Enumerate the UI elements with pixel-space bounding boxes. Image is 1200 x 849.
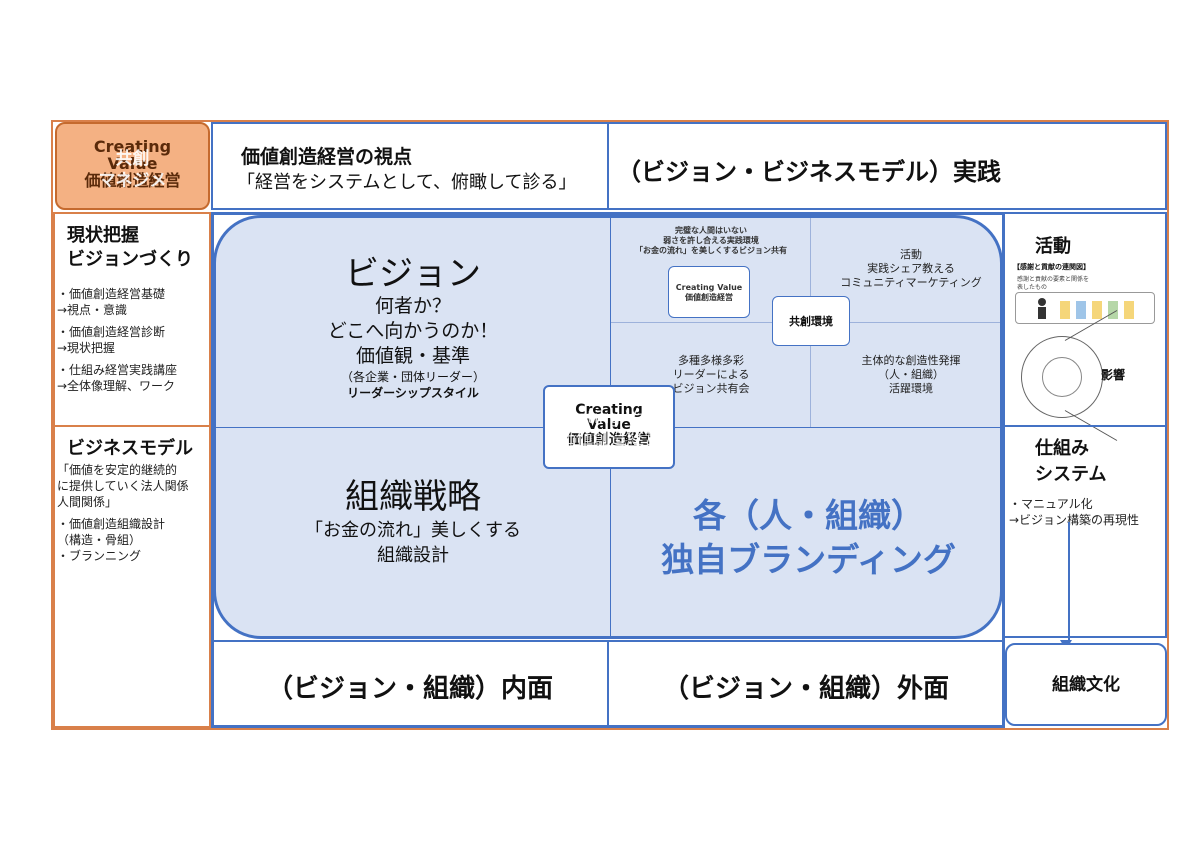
- mini-diagram-row: [1015, 292, 1155, 324]
- list-item: →視点・意識: [57, 303, 128, 317]
- list-item: ・価値創造組織設計: [57, 517, 166, 531]
- current-state-list: ・価値創造経営基礎 →視点・意識 ・価値創造経営診断 →現状把握 ・仕組み経営実…: [57, 286, 211, 394]
- system-list: ・マニュアル化 →ビジョン構築の再現性: [1009, 496, 1169, 528]
- list-item: →ビジョン構築の再現性: [1009, 513, 1140, 527]
- cocreate-box: 共創環境: [772, 296, 850, 346]
- org-strategy-line: 組織設計: [377, 545, 449, 566]
- list-item: 「価値を安定的継続的: [57, 463, 178, 477]
- tr-activity: 活動 実践シェア教える コミュニティマーケティング: [840, 248, 982, 289]
- list-item: （構造・骨組）: [57, 533, 142, 547]
- tr-diverse: 多種多様多彩 リーダーによる ビジョン共有会: [672, 354, 750, 395]
- vision-line: 何者か？: [374, 295, 451, 317]
- vision-sub: （各企業・団体リーダー）: [340, 370, 485, 384]
- list-item: に提供していく法人関係: [57, 479, 189, 493]
- right-panel: 活動 【感謝と貢献の連関図】 感謝と貢献の要素と関係を 表したもの 影響 仕組み…: [1003, 212, 1169, 648]
- business-model-list: 「価値を安定的継続的 に提供していく法人関係 人間関係」 ・価値創造組織設計 （…: [57, 462, 211, 564]
- vision-line: 価値観・基準: [355, 345, 470, 367]
- left-divider: [53, 425, 211, 427]
- viewpoint-title: 価値創造経営の視点: [241, 146, 413, 168]
- diagram-note: 感謝と貢献の要素と関係を 表したもの: [1017, 276, 1090, 291]
- viewpoint-subtitle: 「経営をシステムとして、俯瞰して診る」: [237, 172, 577, 193]
- list-item: →全体像理解、ワーク: [57, 379, 176, 393]
- center-value-overlay: Creating Value 価値創造経営: [547, 408, 673, 449]
- list-item: 人間関係」: [57, 495, 118, 509]
- branding-block: 各（人・組織） 独自ブランディング: [611, 494, 1000, 582]
- left-panel: 現状把握 ビジョンづくり ・価値創造経営基礎 →視点・意識 ・価値創造経営診断 …: [53, 212, 211, 728]
- system-title: 仕組み システム: [1035, 438, 1107, 485]
- corner-label: Creating Value 価値創造経営 共創 マネジメ: [55, 122, 210, 210]
- outer-label: （ビジョン・組織）外面: [662, 674, 949, 704]
- vision-title: ビジョン: [345, 254, 481, 294]
- current-state-title: 現状把握 ビジョンづくり: [67, 225, 193, 270]
- outer-cell: （ビジョン・組織）外面: [609, 640, 1003, 728]
- org-strategy-title: 組織戦略: [345, 477, 481, 517]
- tr-tiny-text: 完璧な人間はいない 弱さを許し合える実践環境 「お金の流れ」を美しくするビジョン…: [635, 226, 787, 255]
- people-row-icon: [1038, 298, 1134, 319]
- list-item: ・マニュアル化: [1009, 497, 1093, 511]
- branding-line: 各（人・組織）: [693, 496, 924, 535]
- outer-frame: [51, 120, 1169, 730]
- arrow-shaft: [1068, 522, 1070, 648]
- corner-overlay-text: 共創 マネジメ: [98, 149, 167, 191]
- corner-en-text: Creating Value 価値創造経営: [84, 137, 181, 190]
- culture-box: 組織文化: [1005, 643, 1167, 726]
- inner-label: （ビジョン・組織）内面: [266, 674, 553, 704]
- center-value-box: Creating Value 価値創造経営: [543, 385, 675, 469]
- inner-cell: （ビジョン・組織）内面: [213, 640, 609, 728]
- list-item: →現状把握: [57, 341, 116, 355]
- list-item: ・価値創造経営基礎: [57, 287, 166, 301]
- vision-sub: リーダーシップスタイル: [347, 386, 479, 400]
- influence-label: 影響: [1101, 368, 1126, 382]
- business-model-title: ビジネスモデル: [67, 438, 193, 459]
- diagram-caption: 【感謝と貢献の連関図】: [1013, 263, 1090, 271]
- vision-block: ビジョン 何者か？ どこへ向かうのか！ 価値観・基準 （各企業・団体リーダー） …: [216, 254, 610, 401]
- org-strategy-block: 組織戦略 「お金の流れ」美しくする 組織設計: [216, 476, 610, 568]
- header-practice: （ビジョン・ビジネスモデル）実践: [607, 122, 1167, 210]
- org-strategy-line: 「お金の流れ」美しくする: [305, 520, 521, 541]
- tr-value-box: Creating Value 価値創造経営: [668, 266, 750, 318]
- core-area: ビジョン 何者か？ どこへ向かうのか！ 価値観・基準 （各企業・団体リーダー） …: [213, 215, 1003, 639]
- branding-line: 独自ブランディング: [661, 540, 956, 579]
- tr-independent: 主体的な創造性発揮 （人・組織） 活躍環境: [861, 354, 961, 395]
- circle-diagram-icon: [1021, 336, 1103, 418]
- activity-title: 活動: [1035, 236, 1071, 257]
- list-item: ・価値創造経営診断: [57, 325, 166, 339]
- list-item: ・ブランニング: [57, 549, 142, 563]
- practice-title: （ビジョン・ビジネスモデル）実践: [617, 158, 1001, 186]
- header-viewpoint: 価値創造経営の視点 「経営をシステムとして、俯瞰して診る」: [211, 122, 607, 210]
- right-divider: [1003, 425, 1167, 427]
- vision-line: どこへ向かうのか！: [327, 320, 499, 342]
- list-item: ・仕組み経営実践講座: [57, 363, 178, 377]
